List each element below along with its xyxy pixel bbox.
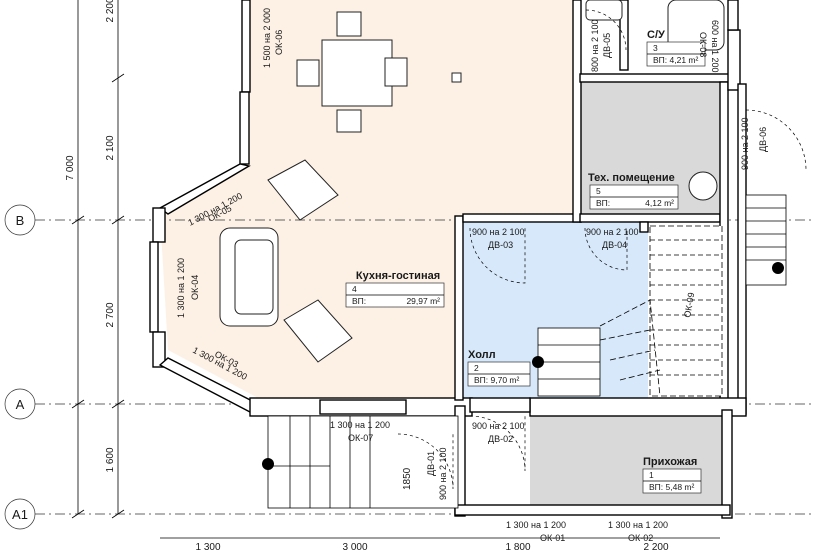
room-name-wc: С/У: [647, 29, 665, 41]
dining-table-icon: [296, 11, 408, 133]
door-tag-dv01: ДВ-01: [426, 451, 436, 476]
sofa-icon: [219, 227, 279, 327]
window-tag-ok07: ОК-07: [348, 433, 373, 443]
room-num-tech: 5: [596, 186, 601, 196]
window-tag-ok06: ОК-06: [274, 30, 284, 55]
room-area-label-kitchen: ВП:: [352, 296, 366, 306]
toilet-icon: [688, 171, 718, 201]
dim-1850: 1850: [402, 467, 413, 490]
door-swing-dv06: [745, 109, 807, 171]
door-swing-dv05: [585, 9, 627, 51]
room-tag-kitchen: Кухня-гостиная 4 ВП: 29,97 m²: [345, 270, 445, 308]
window-size-ok06: 1 500 на 2 000: [262, 8, 272, 68]
column-marker: [451, 72, 462, 83]
door-tag-dv04: ДВ-04: [602, 240, 627, 250]
dim-bottom-3000: 3 000: [342, 542, 367, 550]
window-size-ok08: 600 на 1 200: [710, 20, 720, 73]
room-area-wc: ВП: 4,21 m²: [653, 55, 698, 65]
room-name-kitchen: Кухня-гостиная: [356, 270, 440, 282]
dim-bottom-1800: 1 800: [505, 542, 530, 550]
axis-bubble-a: А: [4, 388, 36, 420]
room-name-entry: Прихожая: [643, 456, 697, 468]
door-swing-dv04: [584, 227, 628, 271]
room-tag-hall: Холл 2 ВП: 9,70 m²: [467, 349, 531, 387]
door-tag-dv06: ДВ-06: [758, 127, 768, 152]
window-size-ok02: 1 300 на 1 200: [608, 520, 668, 530]
room-area-hall: ВП: 9,70 m²: [474, 375, 519, 385]
stair-main: ОК-09: [532, 225, 723, 397]
dim-2100: 2 100: [105, 135, 116, 160]
room-area-tech: 4,12 m²: [645, 198, 674, 208]
axis-bubble-a1: А1: [4, 498, 36, 530]
bottom-dimension-chain: 1 300 3 000 1 800 2 200: [160, 537, 720, 550]
room-num-wc: 3: [653, 43, 658, 53]
dim-2700: 2 700: [105, 302, 116, 327]
stair-side: [745, 194, 787, 286]
dim-top: 2 200: [105, 0, 116, 23]
room-name-hall: Холл: [468, 349, 496, 361]
window-size-ok01: 1 300 на 1 200: [506, 520, 566, 530]
door-size-dv04: 900 на 2 100: [586, 227, 639, 237]
window-tag-ok01: ОК-01: [540, 533, 565, 543]
room-area-entry: ВП: 5,48 m²: [649, 482, 694, 492]
window-size-ok07: 1 300 на 1 200: [330, 420, 390, 430]
side-stair-arrow-icon: [772, 262, 784, 274]
axis-bubble-b: В: [4, 204, 36, 236]
axis-label-b: В: [16, 213, 25, 228]
dim-bottom-2200: 2 200: [643, 542, 668, 550]
dim-bottom-1300: 1 300: [195, 542, 220, 550]
door-tag-dv05: ДВ-05: [602, 33, 612, 58]
stair-entrance: [262, 415, 459, 509]
room-area-label-tech: ВП:: [596, 198, 610, 208]
room-name-tech: Тех. помещение: [588, 172, 675, 184]
room-tag-tech: Тех. помещение 5 ВП: 4,12 m²: [588, 172, 679, 210]
room-tag-entry: Прихожая 1 ВП: 5,48 m²: [642, 456, 702, 494]
room-num-kitchen: 4: [352, 284, 357, 294]
room-num-entry: 1: [649, 470, 654, 480]
door-swing-dv02: [469, 415, 526, 472]
door-size-dv05: 800 на 2 100: [590, 19, 600, 72]
window-tag-ok02: ОК-02: [628, 533, 653, 543]
door-tag-dv02: ДВ-02: [488, 434, 513, 444]
window-size-ok04: 1 300 на 1 200: [176, 258, 186, 318]
axis-label-a: А: [16, 397, 25, 412]
door-size-dv06: 900 на 2 100: [740, 117, 750, 170]
door-size-dv01: 900 на 2 100: [438, 447, 448, 500]
window-tag-ok04: ОК-04: [190, 275, 200, 300]
axis-label-a1: А1: [12, 507, 28, 522]
room-area-kitchen: 29,97 m²: [406, 296, 440, 306]
walls: [149, 0, 747, 519]
door-tag-dv03: ДВ-03: [488, 240, 513, 250]
door-swing-dv01: [397, 433, 454, 490]
stair-arrow-icon: [532, 356, 544, 368]
room-tag-wc: С/У 3 ВП: 4,21 m²: [646, 29, 706, 67]
door-size-dv03: 900 на 2 100: [472, 227, 525, 237]
stair-window-tag: ОК-09: [682, 292, 696, 319]
entrance-stair-arrow-icon: [262, 458, 274, 470]
dim-1600: 1 600: [105, 447, 116, 472]
sink-icon: [585, 0, 623, 21]
entry-fill: [530, 415, 725, 513]
left-dimension-chain: 7 000 2 200 2 100 2 700 1 600: [65, 0, 125, 519]
room-num-hall: 2: [474, 363, 479, 373]
window-tag-ok08: ОК-08: [698, 32, 708, 57]
door-size-dv02: 900 на 2 100: [472, 421, 525, 431]
armchair-icon: [267, 159, 353, 363]
dim-total: 7 000: [65, 155, 76, 180]
